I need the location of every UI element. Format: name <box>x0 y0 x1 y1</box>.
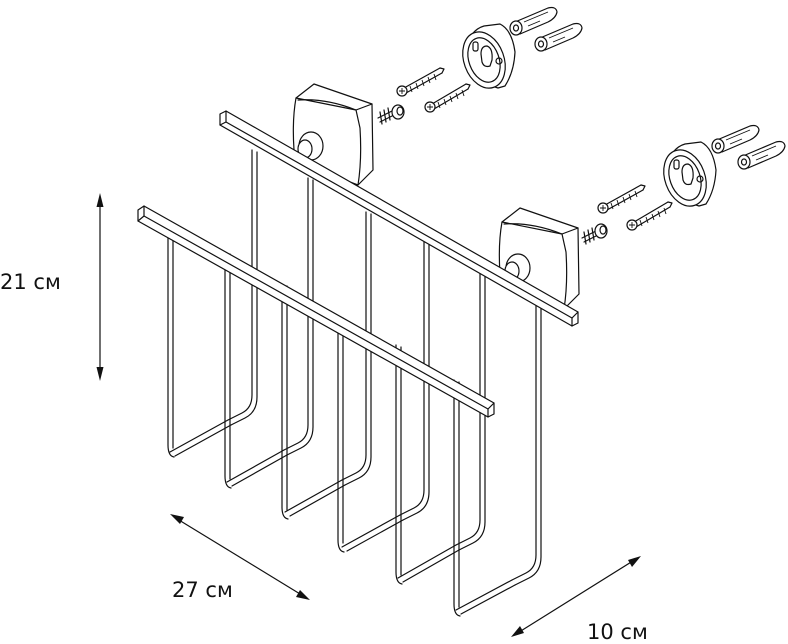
screw-lower-2 <box>626 201 673 231</box>
back-rail-group <box>219 83 580 327</box>
back-wires <box>227 149 542 586</box>
screw-upper-1 <box>396 67 445 97</box>
depth-dimension-label: 10 см <box>587 620 648 644</box>
hardware-set-upper <box>377 6 583 125</box>
wall-plate-lower <box>663 141 717 207</box>
wall-plug-upper-1 <box>509 6 558 36</box>
hardware-set-lower <box>581 124 786 245</box>
width-dimension-label: 27 см <box>172 578 233 602</box>
bottom-rungs <box>169 419 516 615</box>
screw-lower-1 <box>597 184 646 214</box>
bolt-washer-upper <box>377 104 405 125</box>
height-dimension-label: 21 см <box>0 270 61 294</box>
wall-plate-upper <box>462 23 516 89</box>
front-wires <box>167 221 461 617</box>
screw-upper-2 <box>424 83 471 113</box>
dimension-depth-arrow <box>511 556 641 637</box>
dimension-height-arrow <box>96 193 104 381</box>
wall-plug-upper-2 <box>534 22 583 52</box>
wall-plug-lower-1 <box>711 124 760 154</box>
front-rail <box>137 205 495 418</box>
dimension-width-arrow <box>170 514 310 600</box>
bolt-washer-lower <box>581 223 608 245</box>
wall-plug-lower-2 <box>737 140 786 170</box>
